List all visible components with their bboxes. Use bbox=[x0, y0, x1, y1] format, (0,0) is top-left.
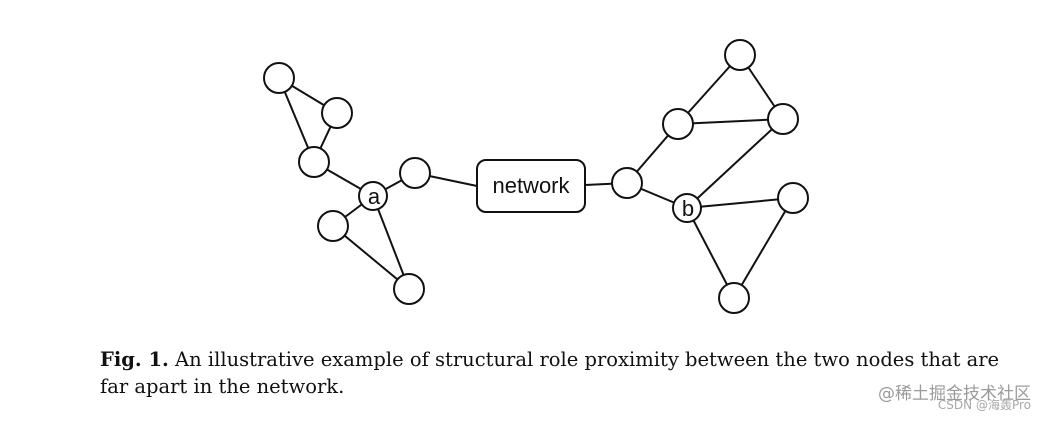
edge bbox=[733, 197, 794, 299]
graph-node-b bbox=[672, 193, 702, 223]
graph-node bbox=[298, 146, 330, 178]
watermark-line-2: CSDN @海轰Pro bbox=[937, 398, 1031, 412]
edge bbox=[372, 195, 410, 290]
graph-node bbox=[611, 167, 643, 199]
caption-text: An illustrative example of structural ro… bbox=[100, 348, 1000, 398]
graph-node bbox=[317, 210, 349, 242]
graph-node bbox=[393, 273, 425, 305]
edge bbox=[686, 197, 794, 209]
graph-node bbox=[767, 103, 799, 135]
watermark-line-1: @稀土掘金技术社区 bbox=[878, 384, 1031, 404]
figure-label: Fig. 1. bbox=[100, 348, 169, 371]
graph-node bbox=[718, 282, 750, 314]
network-diagram: a network b bbox=[263, 39, 809, 314]
node-b-label: b bbox=[682, 196, 694, 221]
edge bbox=[677, 118, 784, 125]
edge bbox=[686, 118, 784, 209]
graph-node-a bbox=[358, 181, 388, 211]
network-box-label: network bbox=[492, 173, 570, 198]
node-a-label: a bbox=[368, 184, 381, 209]
graph-node bbox=[399, 157, 431, 189]
graph-node bbox=[777, 182, 809, 214]
edge bbox=[332, 225, 410, 290]
edge bbox=[686, 207, 735, 299]
network-box bbox=[476, 159, 586, 213]
graph-node bbox=[321, 97, 353, 129]
figure-caption: Fig. 1. An illustrative example of struc… bbox=[100, 346, 1000, 400]
graph-node bbox=[724, 39, 756, 71]
graph-node bbox=[263, 62, 295, 94]
watermark: @稀土掘金技术社区 CSDN @海轰Pro bbox=[878, 384, 1031, 412]
graph-node bbox=[662, 108, 694, 140]
